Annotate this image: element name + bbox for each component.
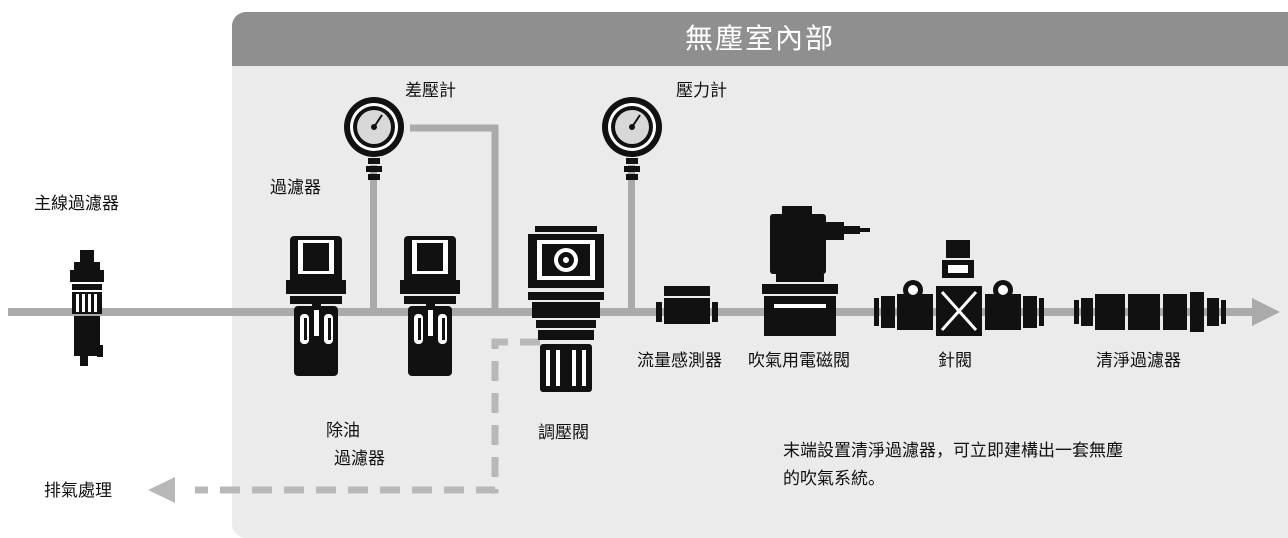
exhaust-arrow-icon — [148, 477, 175, 503]
clean-filter-label: 清淨過濾器 — [1096, 351, 1181, 371]
cleanroom-zone-title: 無塵室內部 — [684, 22, 835, 55]
gauge-pipe-right — [410, 124, 499, 312]
flow-arrow-icon — [1252, 298, 1280, 326]
pressure-gauge-icon — [602, 97, 662, 180]
pressure-gauge-label: 壓力計 — [676, 81, 727, 101]
regulator-valve-icon — [528, 226, 604, 392]
gauge-pipe-left — [370, 165, 377, 313]
needle-valve-icon — [874, 240, 1044, 336]
note-line-2: 的吹氣系統。 — [783, 469, 885, 489]
oil-removal-filter-label-line1: 除油 — [326, 421, 360, 441]
filter-label: 過濾器 — [270, 178, 321, 198]
solenoid-valve-icon — [762, 206, 870, 336]
differential-gauge-label: 差壓計 — [405, 81, 456, 101]
solenoid-valve-label: 吹氣用電磁閥 — [748, 351, 850, 371]
main-line-filter-label: 主線過濾器 — [34, 194, 119, 214]
needle-valve-label: 針閥 — [938, 351, 972, 371]
cleanroom-zone-header — [232, 12, 1288, 66]
filter-unit-1-icon — [286, 236, 346, 376]
filter-unit-2-icon — [400, 236, 460, 376]
flow-sensor-icon — [656, 286, 718, 324]
pressure-gauge-pipe — [628, 165, 635, 313]
oil-removal-filter-label-line2: 過濾器 — [334, 449, 385, 469]
clean-filter-icon — [1074, 292, 1226, 332]
note-line-1: 末端設置清淨過濾器，可立即建構出一套無塵 — [783, 441, 1123, 461]
regulator-label: 調壓閥 — [538, 423, 589, 443]
flow-sensor-label: 流量感測器 — [637, 351, 722, 371]
main-pipe — [8, 308, 1258, 316]
exhaust-label: 排氣處理 — [44, 481, 112, 501]
differential-gauge-icon — [344, 97, 404, 180]
main-line-filter-icon — [70, 250, 104, 366]
